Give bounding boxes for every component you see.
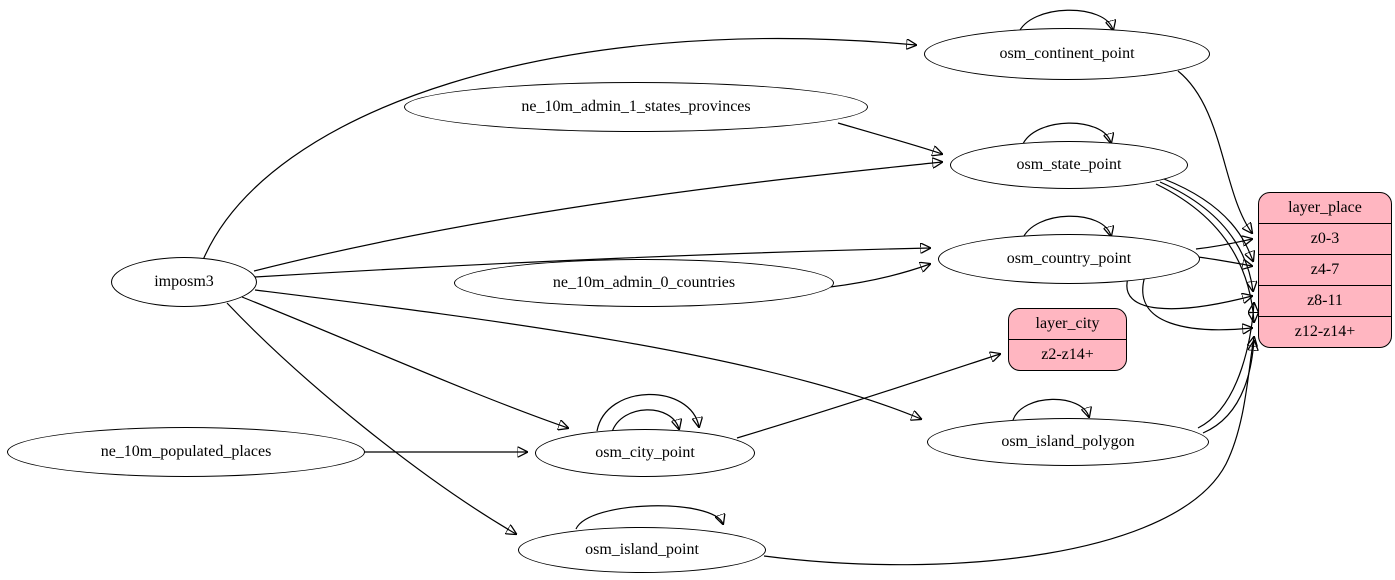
node-osm-island-polygon: osm_island_polygon xyxy=(927,418,1209,466)
node-osm-country-point: osm_country_point xyxy=(938,234,1200,284)
edge-imposm3-to-osm-continent-point xyxy=(202,37,916,261)
node-ne-10m-admin-1-states-provinces-label: ne_10m_admin_1_states_provinces xyxy=(521,98,751,115)
edge-osm-island-polygon-to-layer-place-z12-z14 xyxy=(1202,341,1254,434)
layer-place-row-z12-z14: z12-z14+ xyxy=(1259,316,1391,347)
layer-city-row-z2-z14: z2-z14+ xyxy=(1009,339,1126,370)
edge-imposm3-to-osm-city-point xyxy=(241,296,568,428)
node-osm-city-point-label: osm_city_point xyxy=(595,444,695,461)
edge-ne-10m-admin-0-countries-to-osm-country-point xyxy=(829,264,930,288)
edge-osm-state-point-to-layer-place-z8-11 xyxy=(1159,181,1253,291)
edge-imposm3-to-osm-island-polygon xyxy=(254,289,921,419)
edge-imposm3-to-osm-island-point xyxy=(226,302,516,534)
edge-osm-city-point-to-layer-city-z2-z14 xyxy=(736,354,1000,439)
edge-imposm3-to-osm-state-point xyxy=(253,162,942,272)
layer-city-title: layer_city xyxy=(1035,315,1100,332)
layer-place-row-z8-11: z8-11 xyxy=(1259,285,1391,316)
edge-ne-10m-admin-1-states-provinces-to-osm-state-point xyxy=(837,122,942,154)
node-layer-city: layer_city z2-z14+ xyxy=(1008,308,1127,371)
node-imposm3: imposm3 xyxy=(111,257,257,307)
layer-place-title: layer_place xyxy=(1288,199,1362,216)
node-osm-continent-point: osm_continent_point xyxy=(924,28,1210,80)
node-osm-continent-point-label: osm_continent_point xyxy=(999,45,1135,62)
selfloop-osm-country-point xyxy=(1021,215,1111,241)
edge-osm-continent-point-to-layer-place-z0-3 xyxy=(1177,70,1252,233)
node-ne-10m-admin-1-states-provinces: ne_10m_admin_1_states_provinces xyxy=(404,82,868,132)
node-osm-state-point-label: osm_state_point xyxy=(1016,156,1122,173)
selfloop-osm-continent-point xyxy=(1017,9,1113,35)
edge-osm-state-point-to-layer-place-z4-7 xyxy=(1163,178,1253,261)
selfloop-osm-island-point xyxy=(575,505,723,530)
selfloop-osm-city-point-outer xyxy=(596,393,699,432)
node-osm-country-point-label: osm_country_point xyxy=(1006,250,1132,267)
node-ne-10m-admin-0-countries: ne_10m_admin_0_countries xyxy=(454,259,834,307)
layer-place-row-z4-7: z4-7 xyxy=(1259,254,1391,285)
selfloop-osm-state-point xyxy=(1021,122,1111,147)
node-ne-10m-admin-0-countries-label: ne_10m_admin_0_countries xyxy=(552,274,736,291)
node-ne-10m-populated-places: ne_10m_populated_places xyxy=(7,427,365,477)
edge-osm-island-polygon-to-layer-place-z8-11 xyxy=(1197,303,1254,429)
node-imposm3-label: imposm3 xyxy=(154,273,214,290)
edge-osm-country-point-to-layer-place-z8-11 xyxy=(1126,277,1252,310)
edge-osm-island-point-to-layer-place-z12-z14 xyxy=(763,337,1254,566)
layer-place-row-z0-3: z0-3 xyxy=(1259,223,1391,254)
edge-osm-country-point-to-layer-place-z12-z14 xyxy=(1142,275,1252,330)
node-osm-island-polygon-label: osm_island_polygon xyxy=(1001,433,1135,450)
edge-osm-country-point-to-layer-place-z4-7 xyxy=(1197,256,1252,266)
node-layer-place: layer_place z0-3 z4-7 z8-11 z12-z14+ xyxy=(1258,192,1392,348)
node-osm-island-point: osm_island_point xyxy=(518,527,766,573)
node-osm-island-point-label: osm_island_point xyxy=(585,541,699,558)
node-osm-city-point: osm_city_point xyxy=(535,429,755,477)
selfloop-osm-city-point-inner xyxy=(611,409,679,433)
node-ne-10m-populated-places-label: ne_10m_populated_places xyxy=(100,443,272,460)
selfloop-osm-island-polygon xyxy=(1012,398,1089,421)
node-osm-state-point: osm_state_point xyxy=(950,141,1188,189)
